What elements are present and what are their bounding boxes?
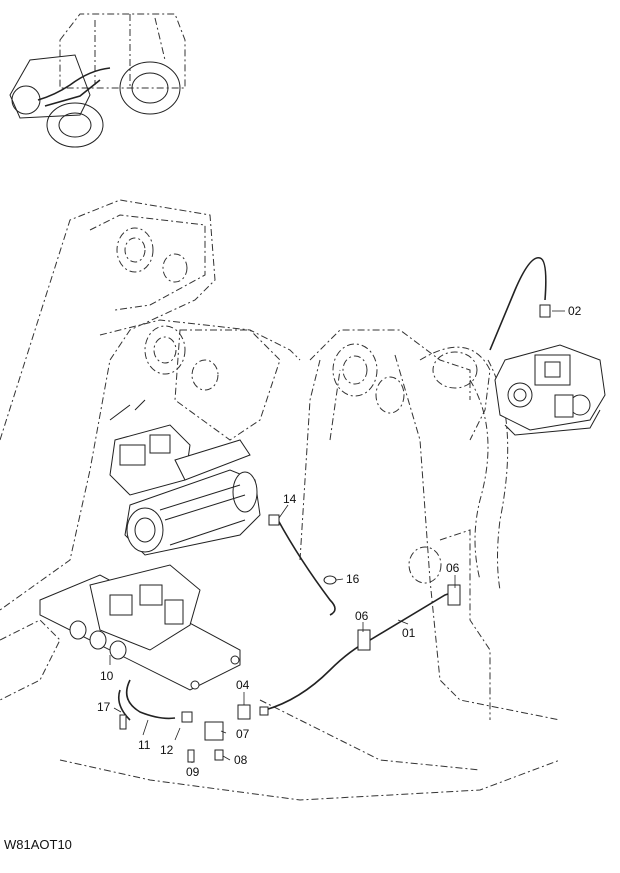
callout-09: 09 — [186, 765, 200, 779]
valve-block-upper — [109, 399, 251, 496]
loader-frame — [0, 199, 561, 801]
callout-16: 16 — [346, 572, 360, 586]
callout-10: 10 — [100, 669, 114, 683]
callout-14: 14 — [283, 492, 297, 506]
callout-07: 07 — [236, 727, 250, 741]
fitting-14 — [268, 514, 280, 526]
fitting-04 — [237, 704, 251, 720]
bolt-08 — [214, 749, 224, 761]
callout-11: 11 — [138, 738, 151, 752]
bolt-09 — [187, 749, 195, 763]
callout-06-lower: 06 — [355, 609, 369, 623]
drawing-code: W81AOT10 — [4, 837, 72, 852]
callout-17: 17 — [97, 700, 111, 714]
clamp-16 — [323, 575, 337, 585]
machine-thumbnail — [9, 13, 186, 148]
clip-06-lower — [357, 629, 371, 651]
fitting-02 — [539, 304, 551, 318]
callout-12: 12 — [160, 743, 174, 757]
motor-unit — [124, 469, 261, 556]
callout-04: 04 — [236, 678, 250, 692]
bolt-17 — [119, 714, 127, 730]
callout-labels: 02 14 16 06 06 01 10 04 17 07 11 12 08 0… — [97, 304, 582, 779]
leader-lines — [109, 310, 565, 763]
fittings — [119, 304, 551, 763]
callout-02: 02 — [568, 304, 582, 318]
callout-06-upper: 06 — [446, 561, 460, 575]
block-07 — [204, 721, 224, 741]
clip-06-upper — [447, 584, 461, 606]
fitting-12 — [181, 711, 193, 723]
callout-08: 08 — [234, 753, 248, 767]
callout-01: 01 — [402, 626, 416, 640]
pump-assembly — [494, 344, 606, 436]
base-plate-assembly — [39, 564, 241, 691]
